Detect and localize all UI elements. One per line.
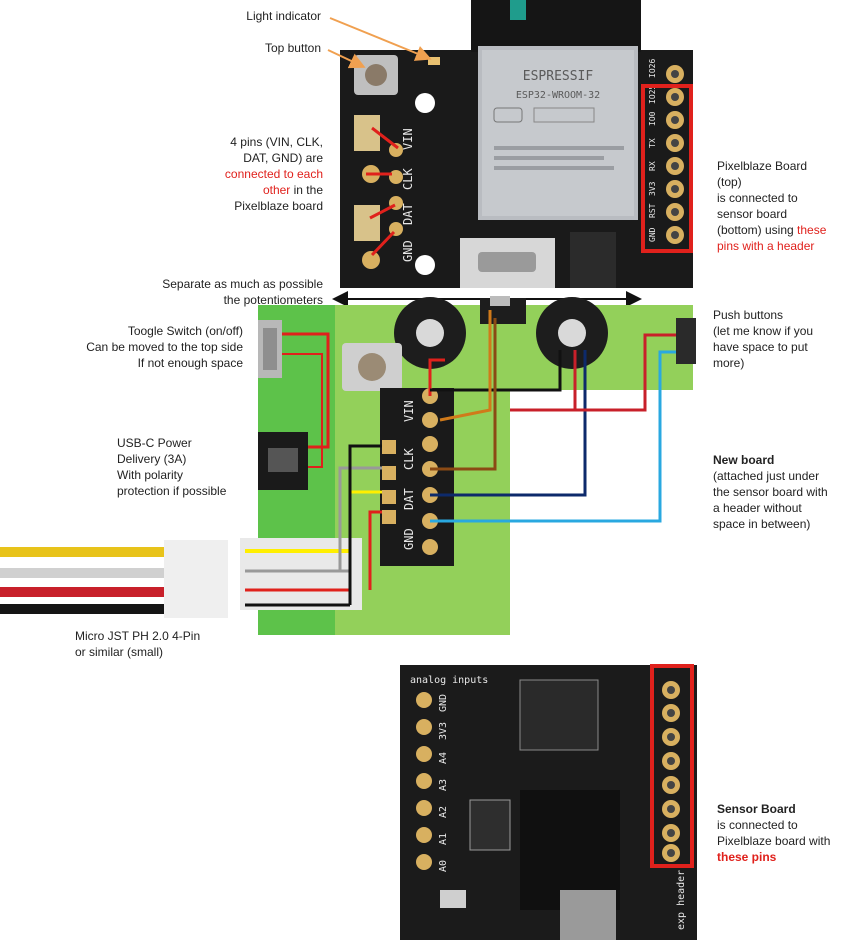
sensor-header-label: exp header [676, 870, 687, 930]
label-usb-c: USB-C Power Delivery (3A) With polarity … [117, 435, 257, 499]
pb-pin-io25: IO25 [648, 85, 657, 104]
pb-top-these: these [797, 223, 827, 237]
label-push-buttons: Push buttons (let me know if you have sp… [713, 307, 853, 371]
pb-pin-gnd: GND [401, 240, 415, 262]
sensor-line1: Sensor Board [717, 802, 796, 816]
label-jst: Micro JST PH 2.0 4-Pin or similar (small… [75, 628, 255, 660]
new-board-line2: (attached just under [713, 469, 820, 483]
label-separate: Separate as much as possible the potenti… [110, 276, 323, 308]
pb-pin-gnd2: GND [648, 227, 657, 242]
four-pins-line2: DAT, GND) are [243, 151, 323, 165]
jst-socket [240, 538, 362, 610]
new-board-line3: the sensor board with [713, 485, 828, 499]
label-four-pins: 4 pins (VIN, CLK, DAT, GND) are connecte… [160, 134, 323, 214]
nb-pin-vin: VIN [402, 400, 416, 422]
jst-plug [164, 540, 228, 618]
label-new-board: New board (attached just under the senso… [713, 452, 853, 532]
sensor-in-a4: A4 [438, 752, 449, 764]
label-toggle-switch: Toogle Switch (on/off) Can be moved to t… [40, 323, 243, 371]
jst-line1: Micro JST PH 2.0 4-Pin [75, 629, 201, 643]
sensor-in-a1: A1 [438, 833, 449, 845]
pb-top-line1: Pixelblaze Board [717, 159, 808, 173]
pb-top-line5: (bottom) using these [717, 222, 852, 238]
esp-module-label: ESP32-WROOM-32 [516, 90, 600, 101]
new-board-line5: space in between) [713, 517, 811, 531]
pb-pin-dat: DAT [401, 203, 415, 225]
push-line1: Push buttons [713, 308, 784, 322]
pb-pin-clk: CLK [401, 168, 415, 190]
sensor-in-3v3: 3V3 [438, 722, 449, 740]
nb-pin-dat: DAT [402, 488, 416, 510]
toggle-line1: Toogle Switch (on/off) [127, 324, 243, 338]
usbc-line4: protection if possible [117, 484, 227, 498]
four-pins-line5: Pixelblaze board [234, 199, 323, 213]
light-indicator [428, 57, 440, 65]
label-light-indicator: Light indicator [246, 9, 321, 23]
sensor-line2: is connected to [717, 818, 798, 832]
sensor-in-a0: A0 [438, 860, 449, 872]
side-push-button [676, 318, 696, 364]
sensor-inputs: GND 3V3 A4 A3 A2 A1 A0 [416, 692, 449, 872]
toggle-line2: Can be moved to the top side [86, 340, 243, 354]
pb-top-line2: (top) [717, 175, 742, 189]
jst-line2: or similar (small) [75, 645, 163, 659]
pb-pin-vin: VIN [401, 128, 415, 150]
sensor-in-a3: A3 [438, 779, 449, 791]
pb-top-using: (bottom) using [717, 223, 798, 237]
four-pins-line1: 4 pins (VIN, CLK, [230, 135, 323, 149]
sensor-line4: these pins [717, 850, 777, 864]
separate-line1: Separate as much as possible [162, 277, 323, 291]
separate-line2: the potentiometers [223, 293, 323, 307]
pb-pin-io0: IO0 [648, 111, 657, 126]
pb-pin-io26: IO26 [648, 59, 657, 78]
four-pins-line3: connected to each [224, 167, 323, 181]
pb-pin-rst: RST [648, 203, 657, 218]
usbc-line1: USB-C Power [117, 436, 192, 450]
label-sensor-board: Sensor Board is connected to Pixelblaze … [717, 801, 852, 865]
sensor-board: analog inputs GND 3V3 A4 A3 A2 A1 A0 [400, 664, 697, 940]
push-line3: have space to put [713, 340, 808, 354]
toggle-line3: If not enough space [137, 356, 243, 370]
sensor-in-a2: A2 [438, 806, 449, 818]
sensor-header-highlight [650, 664, 694, 868]
pb-pin-rx: RX [648, 161, 657, 171]
sensor-line3: Pixelblaze board with [717, 834, 831, 848]
new-board-line4: a header without [713, 501, 802, 515]
esp-brand: ESPRESSIF [523, 69, 594, 84]
pb-right-header: IO26 IO25 IO0 TX RX 3V3 RST GND [648, 59, 684, 244]
four-pins-inthe: in the [290, 183, 323, 197]
new-board-line1: New board [713, 453, 775, 467]
four-pins-other: other [262, 183, 291, 197]
push-line2: (let me know if you [713, 324, 814, 338]
pb-pin-3v3: 3V3 [648, 181, 657, 196]
pb-header-highlight [641, 84, 693, 253]
usbc-line2: Delivery (3A) [117, 452, 187, 466]
sensor-right-header [662, 681, 680, 862]
nb-pin-clk: CLK [402, 448, 416, 470]
new-board: VIN CLK DAT GND [0, 296, 696, 635]
push-line4: more) [713, 356, 745, 370]
label-pixelblaze-top: Pixelblaze Board (top) is connected to s… [717, 158, 852, 254]
sensor-in-gnd: GND [438, 694, 449, 712]
pb-top-line4: sensor board [717, 207, 788, 221]
usbc-line3: With polarity [117, 468, 184, 482]
pb-top-line3: is connected to [717, 191, 798, 205]
four-pins-line4: other in the [160, 182, 323, 198]
pixelblaze-board: ESPRESSIF ESP32-WROOM-32 VIN CLK DAT GND [340, 0, 693, 288]
sensor-title: analog inputs [410, 675, 488, 686]
pb-top-line6: pins with a header [717, 239, 815, 253]
nb-pin-gnd: GND [402, 528, 416, 550]
label-top-button: Top button [264, 41, 321, 55]
pb-pin-tx: TX [648, 138, 657, 148]
